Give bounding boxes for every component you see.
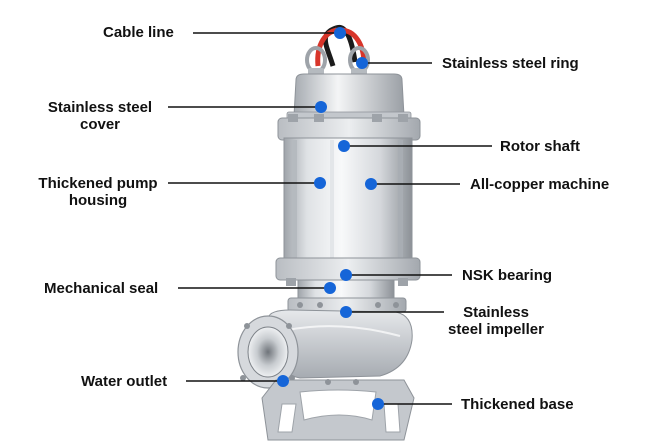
callout-markers	[277, 27, 384, 410]
base-stand	[261, 379, 415, 441]
motor-housing	[283, 137, 413, 263]
seal-section	[287, 279, 407, 313]
label-all-copper-machine: All-copper machine	[470, 176, 610, 193]
marker-stainless-cover	[315, 101, 327, 113]
marker-nsk-bearing	[340, 269, 352, 281]
top-cover	[286, 73, 412, 121]
marker-stainless-ring	[356, 57, 368, 69]
leader-lines	[168, 32, 492, 405]
marker-mechanical-seal	[324, 282, 336, 294]
outlet-flange	[237, 315, 299, 389]
label-mechanical-seal: Mechanical seal	[44, 280, 159, 297]
label-stainless-steel-ring: Stainless steel ring	[442, 55, 579, 72]
marker-rotor-shaft	[338, 140, 350, 152]
label-stainless-steel-impeller: Stainless steel impeller	[448, 304, 544, 338]
marker-pump-housing	[314, 177, 326, 189]
upper-flange	[277, 114, 421, 141]
marker-impeller	[340, 306, 352, 318]
label-thickened-base: Thickened base	[461, 396, 574, 413]
label-stainless-steel-cover: Stainless steel cover	[47, 99, 153, 133]
label-cable-line: Cable line	[103, 24, 174, 41]
volute-casing	[267, 309, 413, 379]
label-water-outlet: Water outlet	[81, 373, 168, 390]
marker-cable-line	[334, 27, 346, 39]
label-nsk-bearing: NSK bearing	[462, 267, 553, 284]
label-thickened-pump-housing: Thickened pump housing	[38, 175, 158, 209]
marker-base	[372, 398, 384, 410]
label-rotor-shaft: Rotor shaft	[500, 138, 580, 155]
marker-copper-machine	[365, 178, 377, 190]
marker-water-outlet	[277, 375, 289, 387]
